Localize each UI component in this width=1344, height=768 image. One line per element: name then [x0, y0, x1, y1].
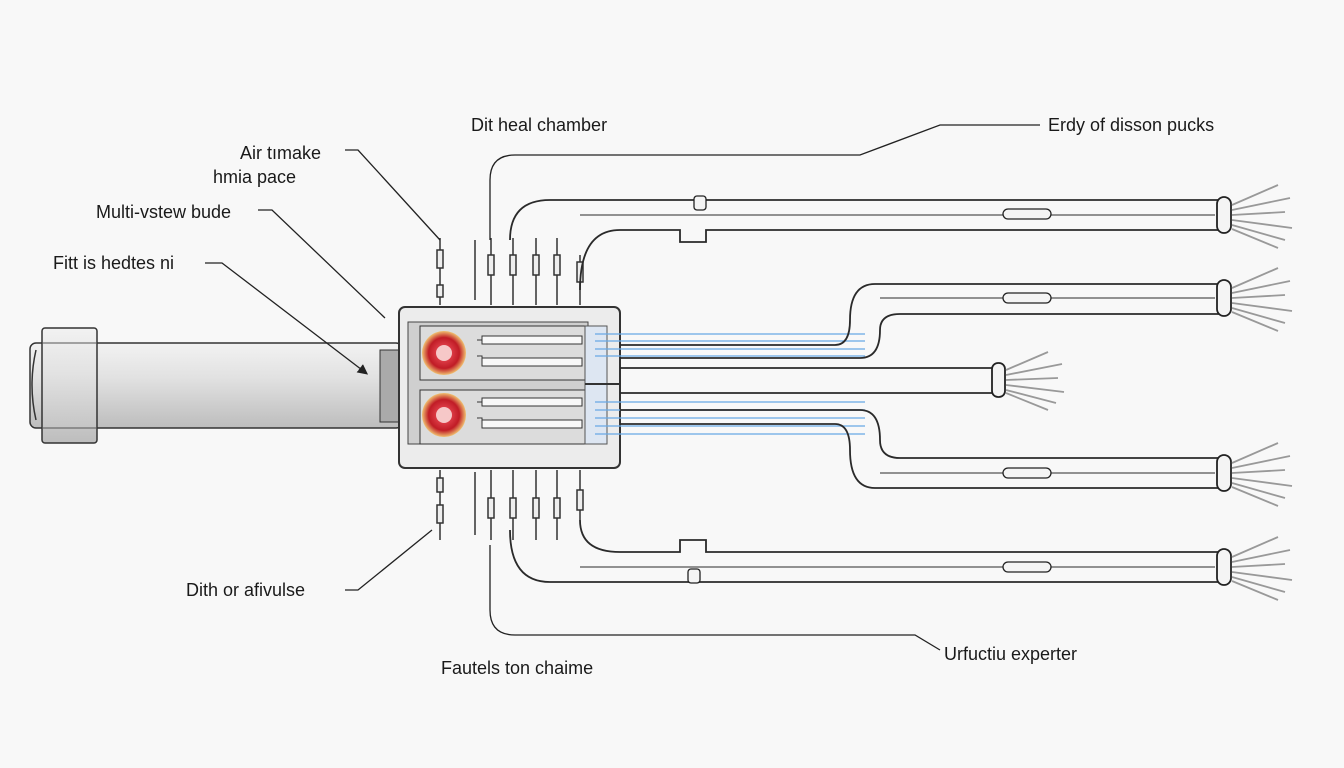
connector-pins [436, 238, 584, 540]
spray-nozzles [991, 184, 1293, 601]
label-filter: Fitt is hedtes ni [53, 253, 175, 273]
leader-lines [205, 124, 1040, 651]
label-discharge-end: Erdy of disson pucks [1048, 115, 1215, 135]
label-bottom-chamber: Fautels ton chaime [441, 658, 594, 678]
label-air-intake-2: hmia pace [213, 167, 297, 187]
intake-cylinder [29, 327, 403, 444]
label-heat-chamber: Dit heal chamber [471, 115, 608, 135]
discharge-tubes [509, 199, 1220, 583]
heat-chamber-box [398, 306, 621, 469]
label-multi-tube: Multi-vstew bude [96, 202, 232, 222]
label-exporter: Urfuctiu experter [944, 644, 1078, 664]
label-air-intake-1: Air tımake [240, 143, 322, 163]
flow-lines [595, 333, 865, 435]
tube-beads [687, 195, 1052, 584]
label-outlet: Dith or afivulse [186, 580, 306, 600]
